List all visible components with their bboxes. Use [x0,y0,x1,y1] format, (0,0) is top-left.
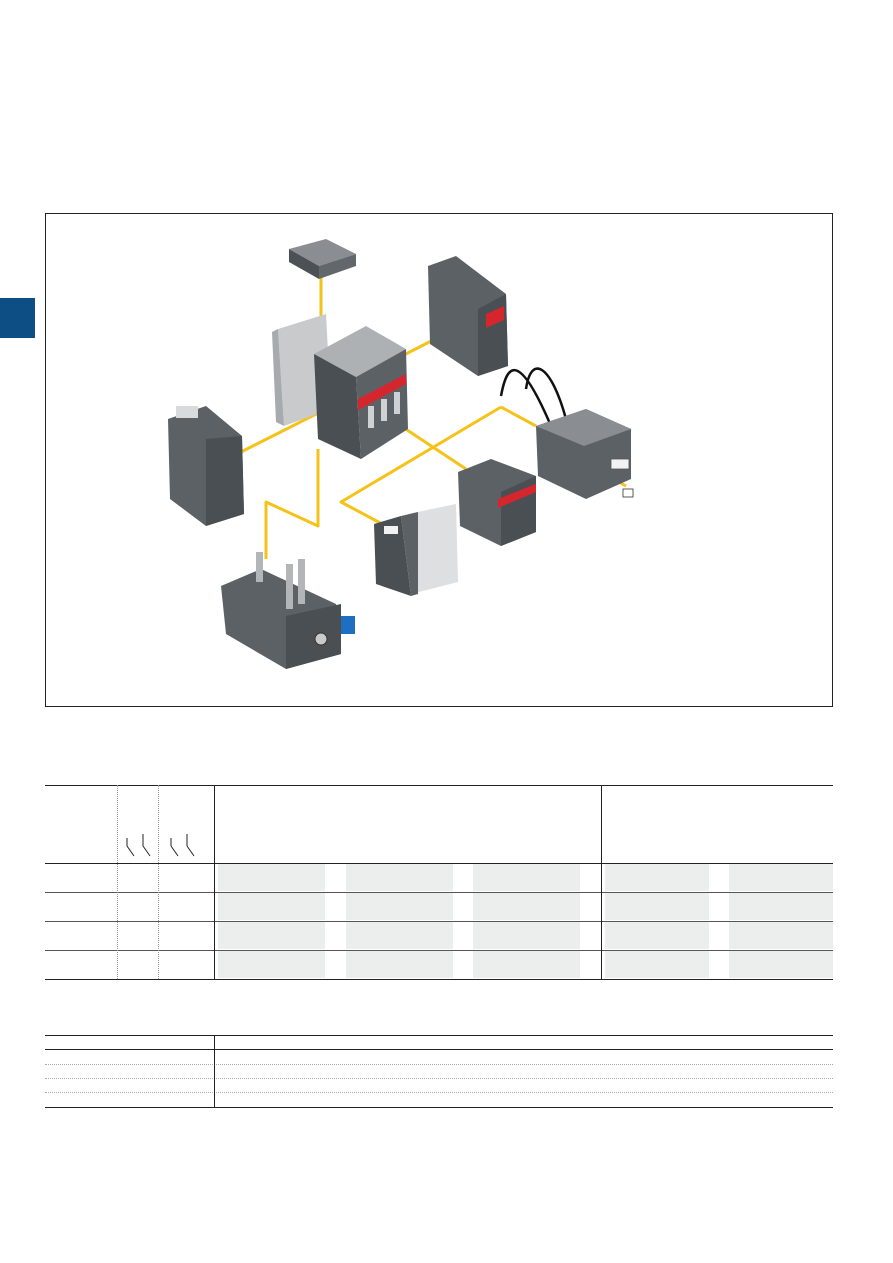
column-divider [601,785,602,979]
table-rule [45,1049,833,1050]
shaded-cell [346,951,453,978]
connector-line-suppressor-run [339,405,502,528]
cover-cap-icon [289,239,356,279]
column-divider [117,785,118,979]
shaded-cell [729,893,833,920]
shaded-cell [346,893,453,920]
contact-pair-icon [126,834,151,857]
shaded-cell [605,864,709,891]
table-rule [45,950,833,951]
shaded-cell [729,951,833,978]
front-auxiliary-block-icon [458,459,536,546]
shaded-cell [605,922,709,949]
contact-pair-icon [170,834,195,857]
table-rule [45,979,833,980]
shaded-cell [473,922,580,949]
shaded-cell [729,922,833,949]
contact-table [45,785,833,980]
shaded-cell [218,864,325,891]
thermal-overload-relay-icon [221,552,355,669]
shaded-cell [346,922,453,949]
table-rule [45,921,833,922]
column-divider [214,785,215,979]
connector-lines [240,274,627,559]
table-row-divider [45,1092,833,1093]
side-auxiliary-contact-icon-right [428,256,508,376]
column-divider [158,785,159,979]
shaded-cell [605,951,709,978]
connector-line-overload [264,449,320,559]
shaded-cell [218,893,325,920]
shaded-cell [473,864,580,891]
shaded-cell [605,893,709,920]
shaded-cell [346,864,453,891]
shaded-cell [473,951,580,978]
table-rule [45,1035,833,1036]
product-figure [45,213,833,707]
accessory-assembly-illustration [168,239,634,669]
side-auxiliary-contact-icon-left [168,406,244,526]
column-divider [214,1035,215,1107]
table-rule [45,785,833,786]
contactor-icon [272,314,408,459]
shaded-cell [218,951,325,978]
connector-line-suppressor [500,405,537,428]
shaded-cell [218,922,325,949]
table-rule [45,892,833,893]
accessory-table [45,1035,833,1108]
table-row-divider [45,1064,833,1065]
section-tab [0,298,35,338]
connector-line-left-aux [240,407,327,454]
table-rule [45,1107,833,1108]
shaded-cell [729,864,833,891]
shaded-cell [473,893,580,920]
table-row-divider [45,1078,833,1079]
single-pole-auxiliary-blocks-icon [374,504,458,596]
table-rule [45,863,833,864]
surge-suppressor-icon [499,367,634,499]
